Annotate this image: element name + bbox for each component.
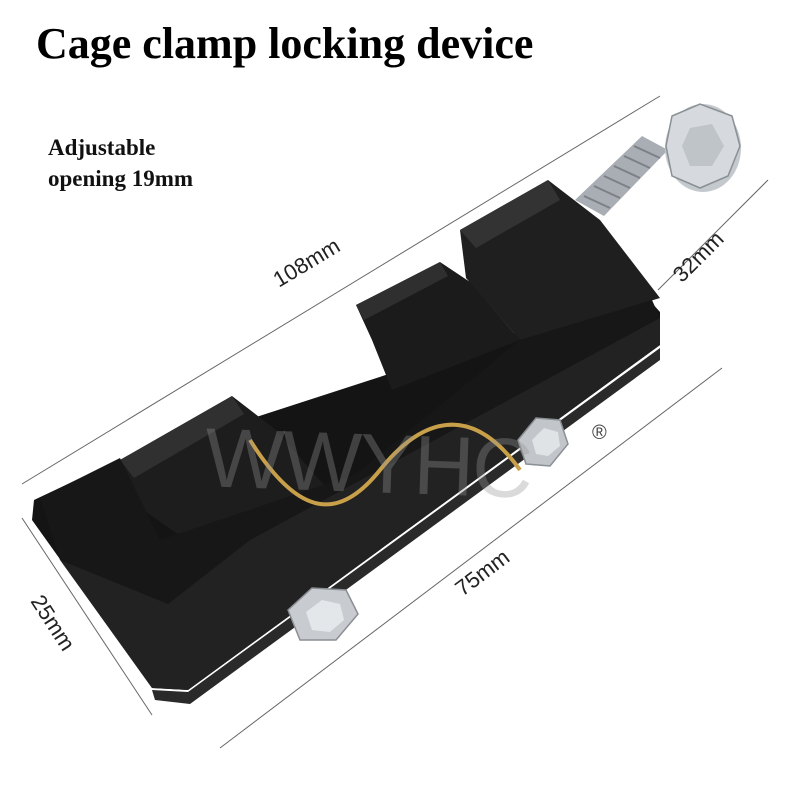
dimension-line-height xyxy=(657,179,769,291)
registered-mark: ® xyxy=(592,422,607,444)
dimension-line-base xyxy=(219,367,723,749)
page-title: Cage clamp locking device xyxy=(36,19,534,68)
bolt-shaft xyxy=(575,136,668,216)
clamp-body xyxy=(32,180,660,704)
watermark-swoosh xyxy=(248,422,522,507)
dimension-line-width xyxy=(21,517,153,716)
bolt-head xyxy=(665,103,741,192)
dimension-line-length xyxy=(21,95,661,485)
opening-note-line-1: Adjustable xyxy=(48,135,156,160)
rear-nut xyxy=(517,417,569,467)
opening-note: Adjustable opening 19mm xyxy=(48,132,193,194)
front-nut xyxy=(287,587,359,641)
watermark: WWYHC xyxy=(203,410,533,516)
opening-note-line-2: opening 19mm xyxy=(48,166,194,191)
dimension-lines xyxy=(21,95,769,749)
